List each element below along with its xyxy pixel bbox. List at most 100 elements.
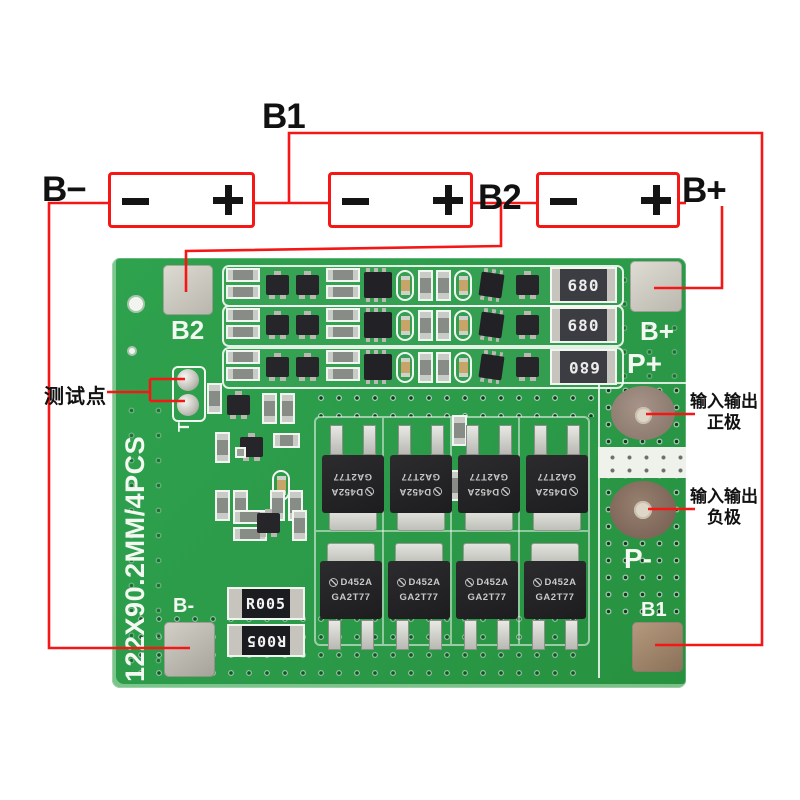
soic6-ic bbox=[478, 271, 505, 299]
mosfet-marking-line2: GA2T77 bbox=[535, 592, 575, 603]
battery-cell-1 bbox=[108, 172, 255, 228]
silk-t-label: T bbox=[175, 422, 193, 432]
sot23-transistor bbox=[266, 271, 289, 299]
mosfet-marking-line2: GA2T77 bbox=[333, 471, 373, 482]
mosfet-leg bbox=[398, 425, 411, 455]
mosfet-marking-line1: D452A bbox=[476, 577, 509, 588]
mosfet-leg bbox=[567, 425, 580, 455]
smd-resistor-pair bbox=[326, 308, 360, 342]
mosfet-leg bbox=[396, 620, 409, 650]
mosfet-marking-line2: GA2T77 bbox=[399, 592, 439, 603]
oval-resistor bbox=[396, 270, 414, 301]
mosfet: D452A GA2T77 bbox=[526, 425, 588, 531]
smd-resistor bbox=[273, 433, 300, 448]
mosfet: D452A GA2T77 bbox=[456, 543, 518, 650]
callout-io-positive: 输入输出 正极 bbox=[684, 391, 764, 433]
smd-resistor-pair bbox=[226, 308, 260, 342]
sot23-transistor bbox=[296, 311, 319, 339]
component-row: 680 bbox=[222, 265, 624, 307]
test-point-top bbox=[177, 369, 199, 391]
b1-solder-pad bbox=[632, 622, 683, 672]
resistor-680: 680 bbox=[550, 307, 617, 343]
smd-capacitor bbox=[235, 447, 246, 458]
aos-logo-icon bbox=[533, 578, 543, 587]
shunt-resistor-r005: R005 bbox=[227, 624, 305, 657]
mosfet-leg bbox=[464, 620, 477, 650]
mosfet-body: D452A GA2T77 bbox=[456, 561, 518, 619]
pcb-board: B2 B+ P+ P- B1 B- T 122X90.2MM/4PCS R005… bbox=[112, 258, 686, 688]
smd-resistor bbox=[418, 352, 433, 383]
b2-solder-pad bbox=[163, 265, 213, 315]
smd-resistor bbox=[436, 310, 451, 341]
oval-resistor bbox=[396, 352, 414, 383]
mounting-hole-small bbox=[127, 346, 137, 356]
callout-test-point: 测试点 bbox=[44, 386, 107, 408]
plus-terminal-icon bbox=[213, 185, 243, 215]
mosfet-leg bbox=[363, 425, 376, 455]
mosfet-leg bbox=[497, 620, 510, 650]
silk-b2-label: B2 bbox=[171, 315, 205, 345]
soic8-ic bbox=[364, 350, 392, 384]
test-point-bottom bbox=[177, 394, 199, 416]
plus-terminal-icon bbox=[433, 185, 463, 215]
mosfet-marking-line2: GA2T77 bbox=[467, 592, 507, 603]
mosfet-marking-line2: GA2T77 bbox=[537, 471, 577, 482]
resistor-680-marking: 680 bbox=[567, 275, 600, 295]
b-plus-solder-pad bbox=[630, 261, 682, 312]
sot23-transistor bbox=[227, 391, 250, 419]
oval-resistor bbox=[454, 270, 472, 301]
mosfet-tab bbox=[397, 510, 445, 531]
aos-logo-icon bbox=[329, 578, 339, 587]
smd-resistor bbox=[262, 393, 277, 424]
label-b2: B2 bbox=[478, 178, 522, 217]
b-minus-solder-pad bbox=[164, 622, 215, 677]
silk-line bbox=[598, 376, 600, 678]
smd-resistor-pair bbox=[326, 350, 360, 384]
resistor-680: 680 bbox=[550, 349, 617, 385]
oval-resistor bbox=[454, 352, 472, 383]
shunt-resistor-r005: R005 bbox=[227, 587, 305, 620]
smd-resistor bbox=[292, 510, 307, 541]
sot23-transistor bbox=[516, 353, 539, 381]
label-b1: B1 bbox=[262, 97, 306, 136]
component-row: 680 bbox=[222, 305, 624, 347]
smd-resistor-pair bbox=[226, 268, 260, 302]
mosfet-marking-line1: D452A bbox=[535, 486, 568, 497]
minus-terminal-icon bbox=[550, 198, 577, 205]
soic8-ic bbox=[364, 268, 392, 302]
smd-resistor-pair bbox=[226, 350, 260, 384]
hatched-pad-block bbox=[598, 447, 686, 478]
callout-io-positive-line1: 输入输出 bbox=[690, 392, 758, 411]
callout-io-positive-line2: 正极 bbox=[707, 413, 741, 432]
mosfet-leg bbox=[532, 620, 545, 650]
via-field-top bbox=[312, 389, 597, 417]
mosfet-marking-line2: GA2T77 bbox=[469, 471, 509, 482]
mosfet-body: D452A GA2T77 bbox=[526, 455, 588, 513]
output-positive-hole bbox=[635, 407, 652, 424]
sot23-transistor bbox=[266, 353, 289, 381]
mosfet-leg bbox=[499, 425, 512, 455]
aos-logo-icon bbox=[465, 578, 475, 587]
mosfet-marking-line2: GA2T77 bbox=[331, 592, 371, 603]
mosfet-tab bbox=[533, 510, 581, 531]
plus-terminal-icon bbox=[641, 185, 671, 215]
aos-logo-icon bbox=[569, 487, 579, 496]
r005-marking: R005 bbox=[245, 631, 287, 650]
r005-marking: R005 bbox=[245, 594, 287, 613]
soic8-ic bbox=[364, 308, 392, 342]
sot23-transistor bbox=[516, 271, 539, 299]
mosfet-leg bbox=[466, 425, 479, 455]
label-b-minus: B− bbox=[42, 170, 87, 209]
mosfet-leg bbox=[431, 425, 444, 455]
mosfet-leg bbox=[429, 620, 442, 650]
mounting-hole bbox=[127, 295, 145, 313]
